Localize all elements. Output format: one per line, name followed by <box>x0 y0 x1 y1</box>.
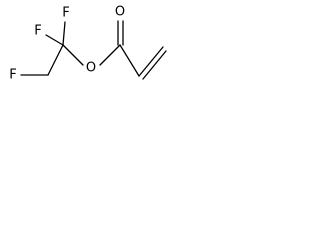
bond-o-ester-c2 <box>99 44 121 66</box>
atom-label-f-bottom: F <box>9 68 16 83</box>
atom-label-o-ester: O <box>86 61 96 76</box>
bond-c3-c4-b <box>142 50 167 80</box>
atom-label-f-left: F <box>34 24 41 39</box>
atom-label-f-top: F <box>62 6 69 21</box>
bond-c2-c3 <box>119 44 140 77</box>
bond-c1-c0 <box>47 44 64 76</box>
molecule-structure-diagram: F F F O O <box>9 5 167 83</box>
bond-c1-o-ester <box>62 44 84 66</box>
bond-c1-f-top <box>62 21 66 46</box>
bond-c1-f-left <box>45 34 64 46</box>
atom-label-o-carbonyl: O <box>115 5 125 20</box>
bond-c3-c4-a <box>138 46 164 77</box>
